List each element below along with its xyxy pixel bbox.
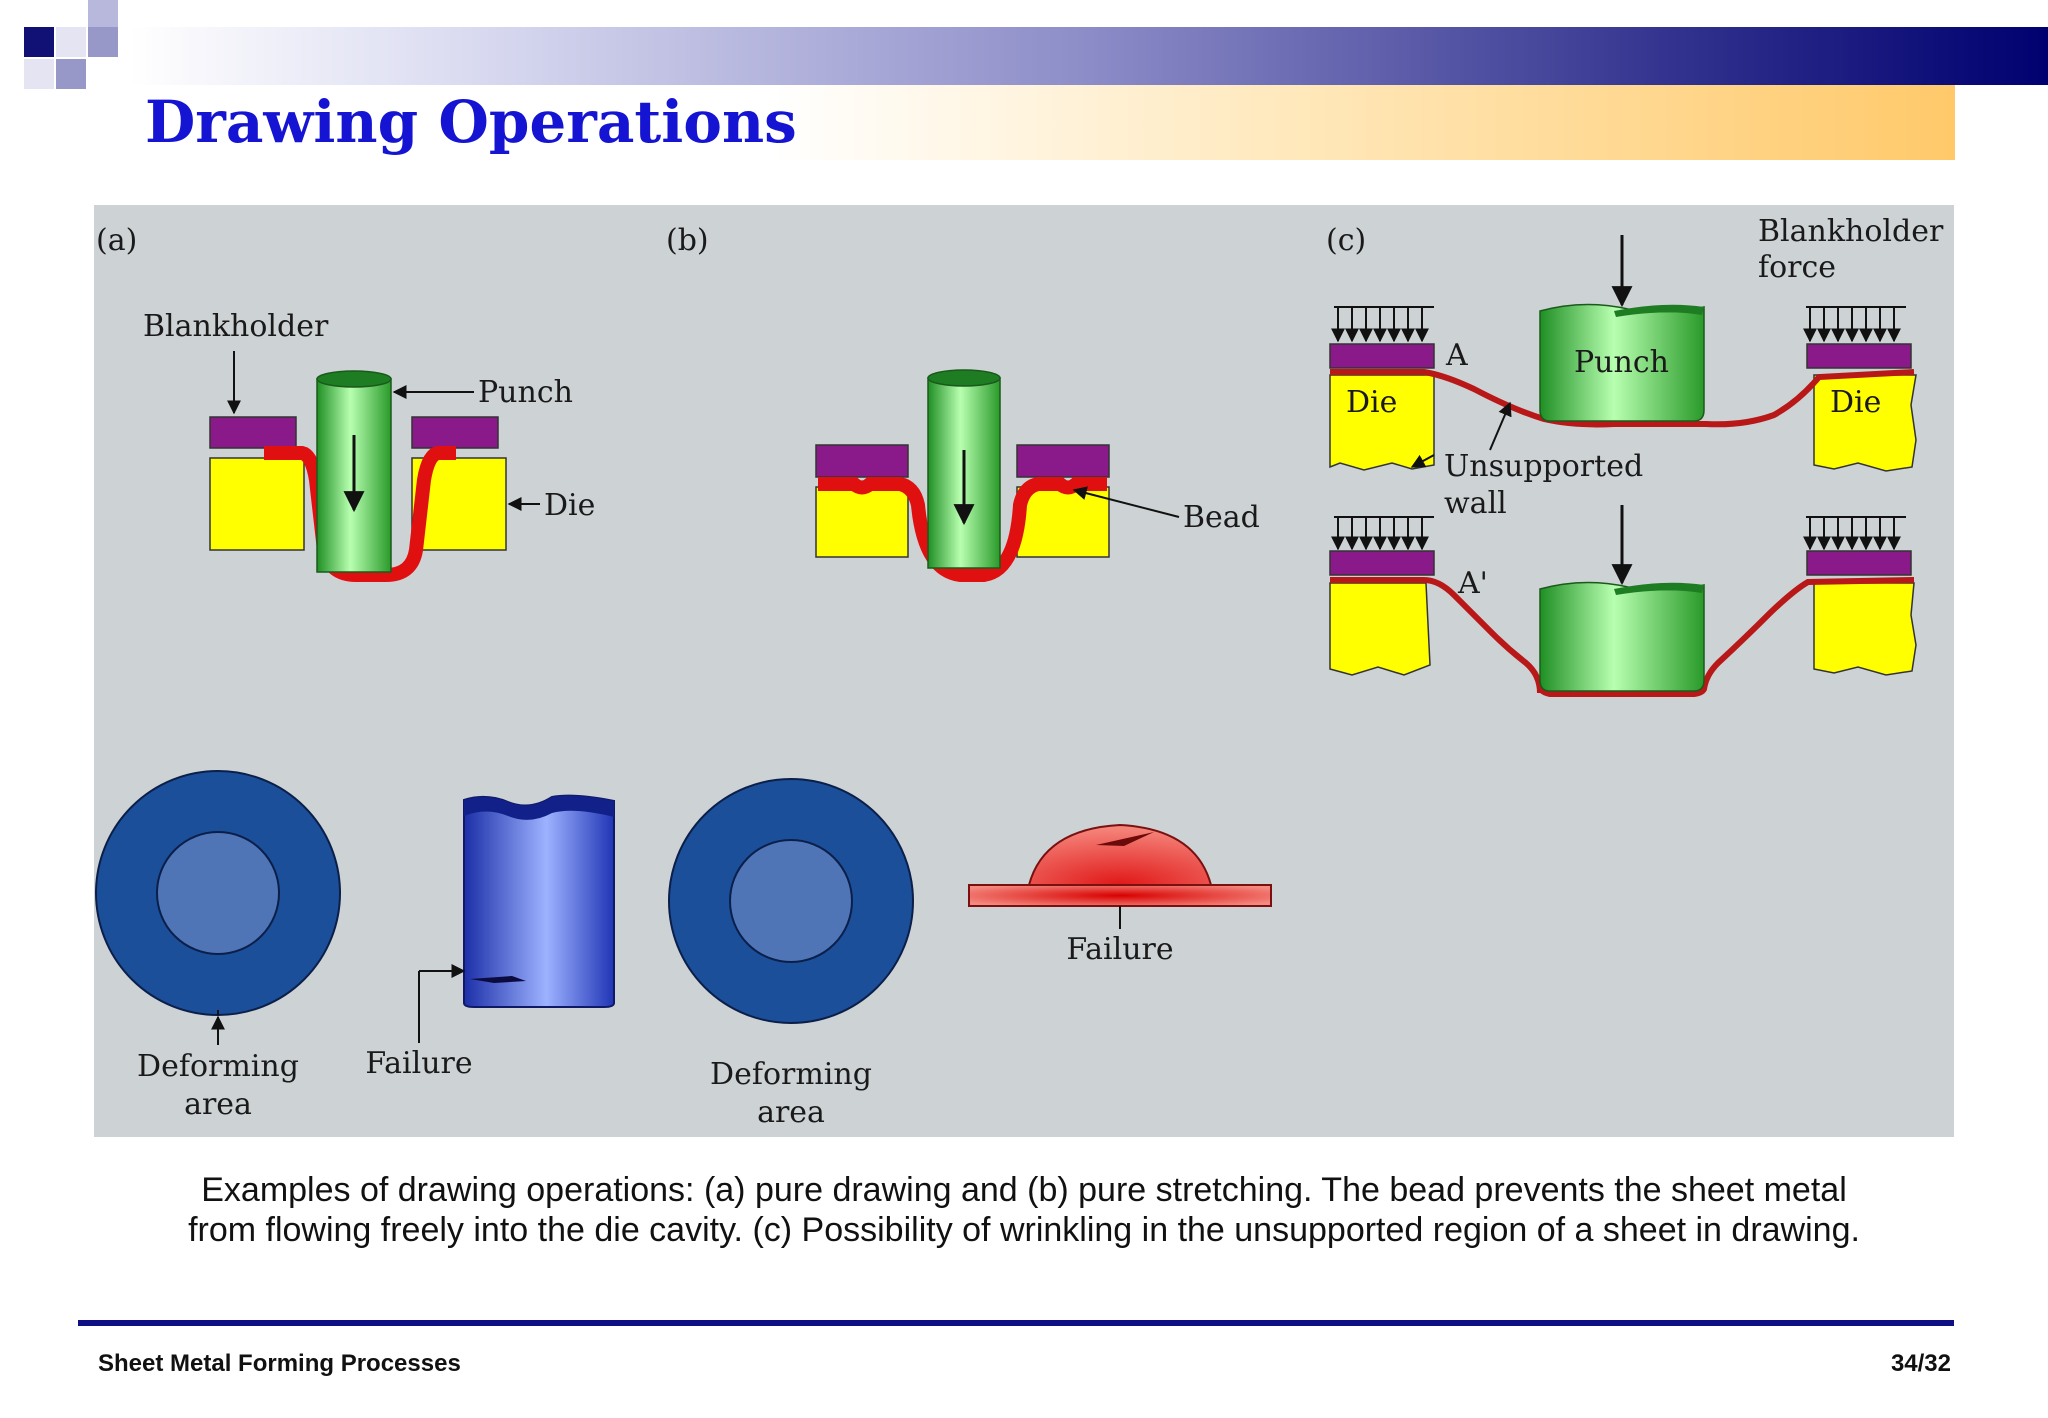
corner-square-light xyxy=(56,27,86,57)
figure-caption: Examples of drawing operations: (a) pure… xyxy=(80,1170,1968,1250)
corner-square-dark xyxy=(24,27,54,57)
corner-square-mid xyxy=(88,0,118,27)
sheet-metal-wrinkled xyxy=(1330,577,1915,697)
sheet-metal xyxy=(818,477,1107,582)
label-failure-b: Failure xyxy=(1066,932,1173,967)
drawn-cup xyxy=(463,794,615,1008)
die-left-block xyxy=(1329,582,1431,676)
label-die-left: Die xyxy=(1346,385,1397,420)
force-arrows-upper-left xyxy=(1331,306,1434,343)
title-gradient-band xyxy=(135,85,1955,160)
blankholder-right xyxy=(1016,444,1110,478)
label-deforming-area-line1: Deforming xyxy=(137,1049,299,1084)
header-gradient-band xyxy=(130,27,2048,85)
figure-panel: (a) Blankholder Punch Die Deforming area xyxy=(94,205,1954,1137)
label-deforming-area-line1: Deforming xyxy=(710,1057,872,1092)
cup-crack xyxy=(470,976,526,983)
stretched-dome xyxy=(1027,823,1213,886)
label-deforming-area-line2: area xyxy=(757,1095,825,1130)
punch-top xyxy=(927,369,1001,387)
label-bead: Bead xyxy=(1183,500,1260,535)
die-left-block xyxy=(209,457,305,551)
force-arrows-lower-right xyxy=(1803,516,1906,551)
label-point-a-prime: A' xyxy=(1457,566,1488,601)
stretched-sheet-strip xyxy=(968,884,1272,907)
label-die: Die xyxy=(544,488,595,523)
punch-lower xyxy=(1539,581,1705,692)
force-arrows-lower-left xyxy=(1331,516,1434,551)
panel-b-tag: (b) xyxy=(666,223,709,258)
corner-square-mid xyxy=(56,59,86,89)
label-punch: Punch xyxy=(478,375,573,410)
punch-top xyxy=(316,370,392,388)
force-arrows-upper-right xyxy=(1803,306,1906,343)
bead-pointer xyxy=(1072,486,1180,518)
label-point-a: A xyxy=(1445,338,1468,373)
footer-divider xyxy=(78,1320,1954,1326)
slide-title: Drawing Operations xyxy=(145,88,797,156)
label-unsupported-wall-line2: wall xyxy=(1444,486,1507,521)
blankholder-right xyxy=(411,416,499,449)
unsupported-wall-pointer xyxy=(1489,401,1512,451)
die-left-block xyxy=(815,486,909,558)
panel-a-pure-drawing: (a) Blankholder Punch Die Deforming area xyxy=(95,223,615,1122)
panel-c-tag: (c) xyxy=(1326,223,1366,258)
cup-rim xyxy=(464,795,614,820)
blank-inner-area xyxy=(156,831,280,955)
panel-c-wrinkling: (c) Blankholder force xyxy=(1326,214,1944,697)
die-right-block xyxy=(1016,486,1110,558)
caption-line2: from flowing freely into the die cavity.… xyxy=(188,1211,1860,1249)
label-deforming-area-line2: area xyxy=(184,1087,252,1122)
die-right-block xyxy=(1813,374,1917,472)
die-left-block xyxy=(1329,374,1435,471)
panel-a-tag: (a) xyxy=(96,223,137,258)
footer-course-title: Sheet Metal Forming Processes xyxy=(98,1350,461,1377)
dome-crack xyxy=(1096,832,1154,846)
caption-line1: Examples of drawing operations: (a) pure… xyxy=(201,1171,1847,1209)
sheet-metal-upper xyxy=(1330,369,1915,428)
blankholder-left xyxy=(209,416,297,449)
label-blankholder-force-line2: force xyxy=(1758,250,1836,285)
label-die-right: Die xyxy=(1830,385,1881,420)
label-punch: Punch xyxy=(1574,345,1669,380)
label-blankholder-force-line1: Blankholder xyxy=(1758,214,1944,249)
label-failure-a: Failure xyxy=(365,1046,472,1081)
sheet-metal xyxy=(264,446,456,582)
corner-square-light xyxy=(24,59,54,89)
blankholder-left xyxy=(815,444,909,478)
corner-square-mid xyxy=(88,27,118,57)
blankholder-left xyxy=(1329,343,1435,369)
label-blankholder: Blankholder xyxy=(143,309,329,344)
blankholder-left xyxy=(1329,550,1435,576)
blank-inner-area xyxy=(729,839,853,963)
blankholder-right xyxy=(1806,343,1912,369)
label-unsupported-wall-line1: Unsupported xyxy=(1444,449,1643,484)
panel-b-pure-stretching: (b) Bead Deforming area Failure xyxy=(666,223,1272,1130)
slide-number: 34/32 xyxy=(1890,1350,1951,1377)
blankholder-right xyxy=(1806,550,1912,576)
drawing-operations-figure: (a) Blankholder Punch Die Deforming area xyxy=(95,214,1944,1130)
die-right-block xyxy=(1813,582,1917,676)
